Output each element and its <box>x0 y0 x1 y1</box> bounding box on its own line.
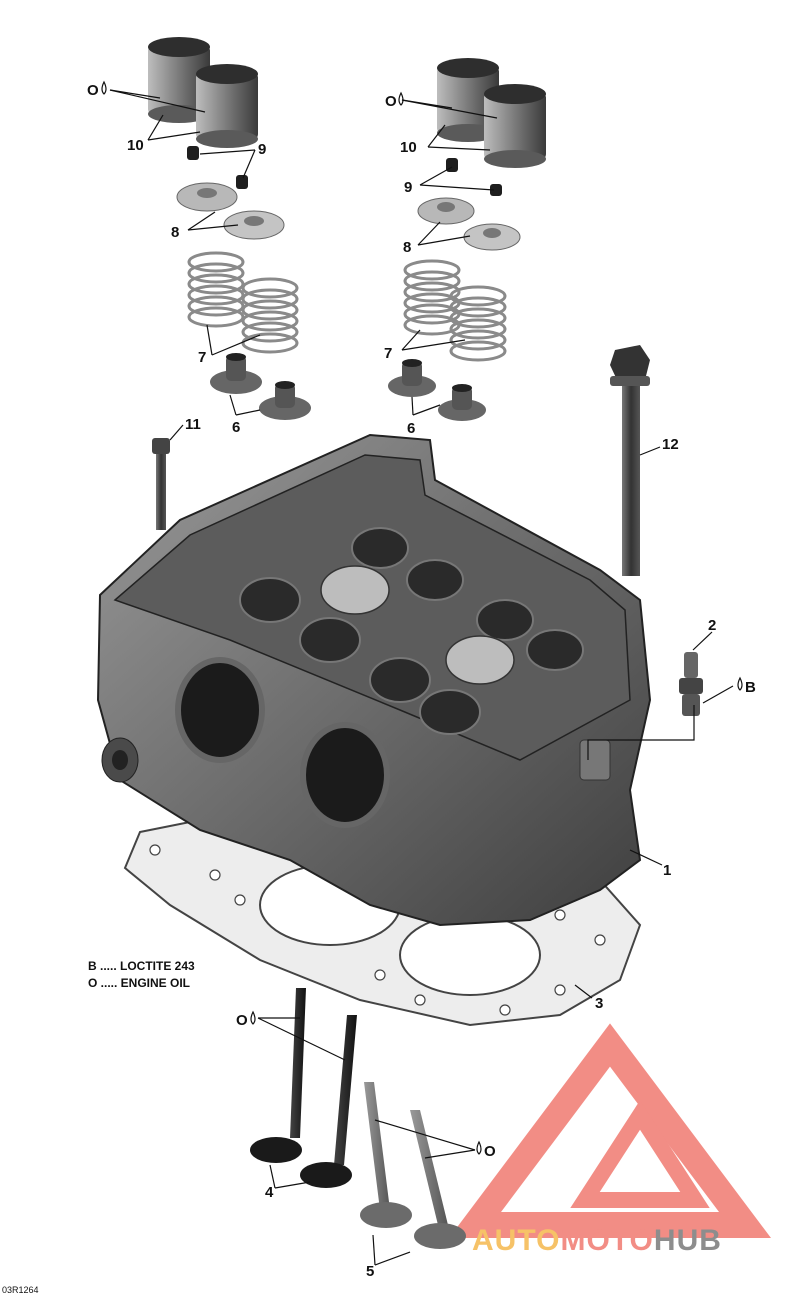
tappet-right-pair <box>437 58 546 168</box>
spring-right-a <box>403 259 461 336</box>
cylinder-head <box>96 433 652 927</box>
callout-numbers: 10 9 8 7 6 11 10 9 8 7 6 12 2 1 3 4 5 <box>127 137 716 1280</box>
spring-right-b <box>449 285 507 362</box>
callout-7-left: 7 <box>198 349 206 366</box>
svg-text:AUTOMOTOHUB: AUTOMOTOHUB <box>472 1224 722 1257</box>
oil-symbol-exhaust-valves: O <box>476 1140 496 1160</box>
tappet-left-pair <box>148 37 258 148</box>
callout-3: 3 <box>595 995 603 1012</box>
head-bolt <box>610 345 650 576</box>
legend-engine-oil: O ..... ENGINE OIL <box>88 976 190 990</box>
svg-text:O: O <box>385 93 397 110</box>
oil-fitting <box>679 652 703 716</box>
valve-stem-seals <box>210 353 486 421</box>
watermark-auto: AUTO <box>472 1224 560 1257</box>
spring-left-a <box>187 251 245 328</box>
small-bolt <box>152 438 170 530</box>
svg-text:B: B <box>745 679 756 696</box>
legend-loctite: B ..... LOCTITE 243 <box>88 959 195 973</box>
svg-text:O: O <box>484 1143 496 1160</box>
figure-reference: 03R1264 <box>2 1285 39 1295</box>
oil-symbol-intake-valves: O <box>236 1010 256 1029</box>
valve-springs <box>187 251 507 362</box>
leader-lines <box>109 89 734 1266</box>
valve-cotters <box>187 146 502 196</box>
callout-4: 4 <box>265 1184 274 1201</box>
callout-6-right: 6 <box>407 420 415 437</box>
loctite-symbol: B <box>737 676 756 696</box>
callout-10-left: 10 <box>127 137 144 154</box>
callout-11: 11 <box>185 416 201 433</box>
watermark-hub: HUB <box>654 1224 722 1257</box>
callout-9-left: 9 <box>258 141 266 158</box>
exhaust-valves <box>360 1082 466 1249</box>
svg-text:O: O <box>87 82 99 99</box>
lubricant-symbols: O O B O O <box>87 80 756 1160</box>
callout-8-left: 8 <box>171 224 179 241</box>
svg-text:O: O <box>236 1012 248 1029</box>
spring-retainers <box>176 182 521 251</box>
spring-left-b <box>241 277 299 354</box>
callout-8-right: 8 <box>403 239 411 256</box>
oil-symbol-top-left: O <box>87 80 107 99</box>
intake-valves <box>250 988 357 1188</box>
callout-7-right: 7 <box>384 345 392 362</box>
legend: B ..... LOCTITE 243 O ..... ENGINE OIL <box>88 959 195 990</box>
callout-1: 1 <box>663 862 671 879</box>
callout-5: 5 <box>366 1263 374 1280</box>
callout-6-left: 6 <box>232 419 240 436</box>
callout-2: 2 <box>708 617 716 634</box>
automotohub-logo: AUTOMOTOHUB <box>449 1023 771 1257</box>
callout-10-right: 10 <box>400 139 417 156</box>
callout-9-right: 9 <box>404 179 412 196</box>
watermark-moto: MOTO <box>560 1224 653 1257</box>
callout-12: 12 <box>662 436 679 453</box>
oil-symbol-top-right: O <box>385 91 404 110</box>
